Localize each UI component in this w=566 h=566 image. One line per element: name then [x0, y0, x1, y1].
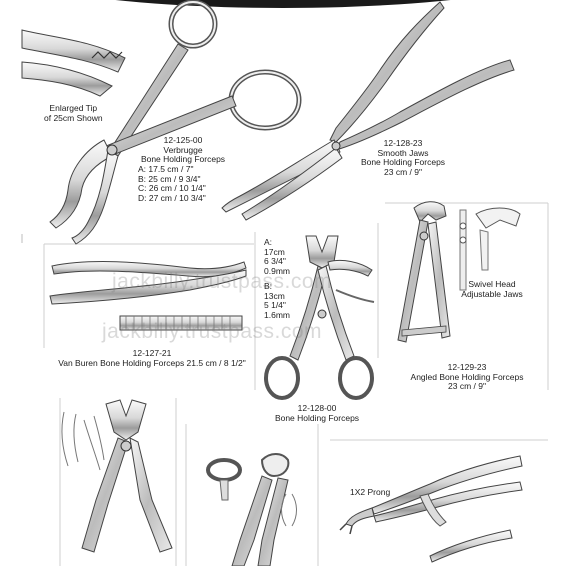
verbrugge-forceps-drawing [49, 0, 302, 245]
bottom-middle-forceps-drawing [206, 453, 297, 566]
verbrugge-size-d: D: 27 cm / 10 3/4" [138, 192, 206, 203]
smooth-jaws-name-2: Bone Holding Forceps [360, 157, 446, 168]
smooth-jaws-code: 12-128-23 [383, 138, 423, 148]
bone-holding-name: Bone Holding Forceps [274, 412, 360, 423]
smooth-jaws-size: 23 cm / 9" [384, 166, 422, 177]
smooth-jaws-forceps-drawing [221, 1, 515, 221]
angled-code: 12-129-23 [447, 362, 487, 372]
bone-holding-forceps-drawing [264, 235, 375, 400]
van-buren-label: 12-127-21 Van Buren Bone Holding Forceps… [44, 348, 260, 368]
bone-holding-code: 12-128-00 [297, 403, 337, 413]
van-buren-forceps-drawing [49, 261, 247, 331]
swivel-line-2: Adjustable Jaws [461, 288, 523, 299]
verbrugge-name-2: Bone Holding Forceps [140, 154, 226, 165]
bone-holding-size-b: B: 13cm 5 1/4" 1.6mm [264, 281, 290, 320]
prong-forceps-drawing [339, 455, 523, 563]
size-a-mm: 0.9mm [264, 265, 290, 276]
bone-holding-size-a: A: 17cm 6 3/4" 0.9mm [264, 237, 290, 276]
smooth-jaws-name-1: Smooth Jaws [377, 147, 429, 158]
tip-note: Enlarged Tip of 25cm Shown [44, 103, 103, 123]
verbrugge-code: 12-125-00 [163, 135, 203, 145]
watermark-line-1: jackbilly.trustpass.com [112, 270, 333, 293]
enlarged-tip-drawing [21, 29, 126, 97]
size-b-inch: 5 1/4" [264, 300, 286, 311]
verbrugge-sizes: A: 17.5 cm / 7" B: 25 cm / 9 3/4" C: 26 … [138, 164, 206, 203]
verbrugge-label: 12-125-00 Verbrugge Bone Holding Forceps [128, 135, 238, 165]
top-banner [0, 0, 566, 8]
size-a-letter: A: [264, 237, 273, 247]
swivel-note: Swivel Head Adjustable Jaws [452, 279, 532, 299]
verbrugge-name-1: Verbrugge [163, 144, 203, 155]
swivel-line-1: Swivel Head [468, 279, 516, 289]
van-buren-code: 12-127-21 [132, 348, 172, 358]
verbrugge-size-a: A: 17.5 cm / 7" [138, 164, 194, 174]
size-a-cm: 17cm [264, 246, 285, 257]
verbrugge-size-c: C: 26 cm / 10 1/4" [138, 183, 206, 194]
bone-holding-label: 12-128-00 Bone Holding Forceps [262, 403, 372, 423]
verbrugge-size-b: B: 25 cm / 9 3/4" [138, 173, 201, 184]
smooth-jaws-label: 12-128-23 Smooth Jaws Bone Holding Force… [348, 138, 458, 177]
angled-size: 23 cm / 9" [448, 381, 486, 392]
tip-note-line-1: Enlarged Tip [49, 103, 98, 113]
tip-note-line-2: of 25cm Shown [44, 112, 103, 123]
watermark-line-2: jackbilly.trustpass.com [102, 320, 323, 343]
size-b-mm: 1.6mm [264, 309, 290, 320]
angled-bone-holding-forceps-drawing [397, 201, 521, 343]
angled-name: Angled Bone Holding Forceps [410, 371, 524, 382]
size-b-letter: B: [264, 281, 273, 291]
size-a-inch: 6 3/4" [264, 256, 286, 267]
bottom-left-forceps-drawing [61, 399, 173, 553]
prong-label: 1X2 Prong [350, 487, 391, 497]
angled-label: 12-129-23 Angled Bone Holding Forceps 23… [398, 362, 536, 392]
size-b-cm: 13cm [264, 290, 285, 301]
van-buren-name: Van Buren Bone Holding Forceps 21.5 cm /… [58, 357, 246, 368]
